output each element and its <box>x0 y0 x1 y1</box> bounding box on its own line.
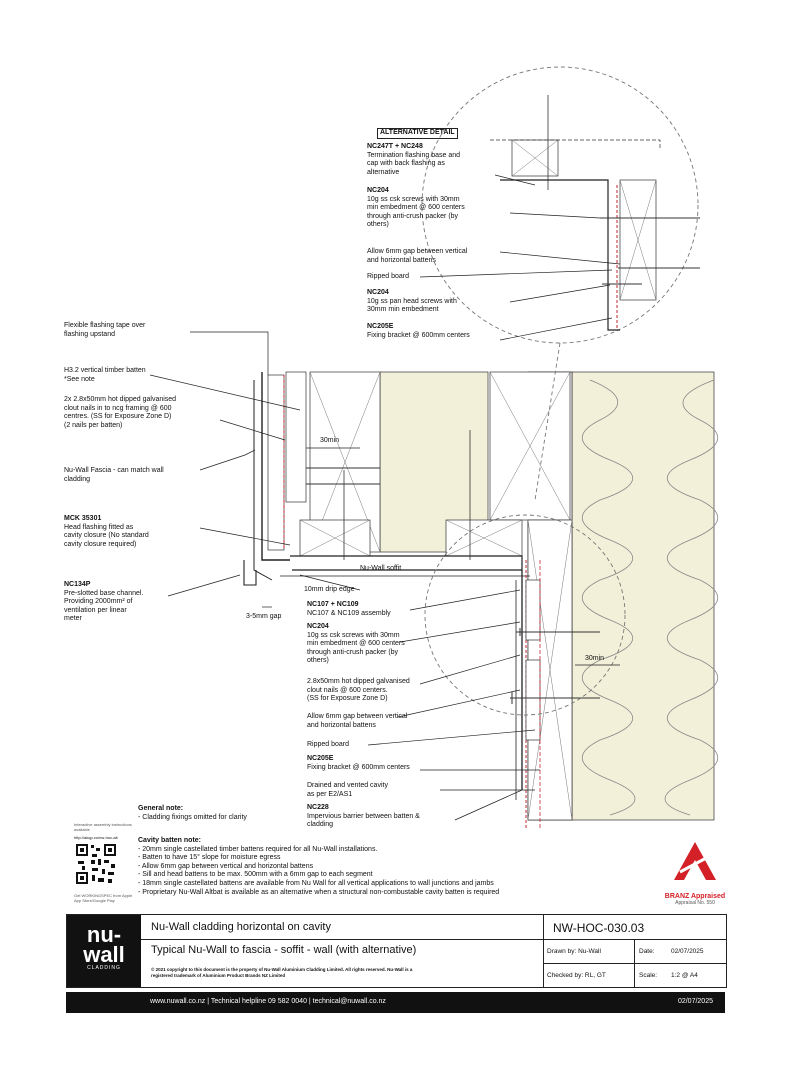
logo-wall: wall <box>83 942 125 967</box>
ripped-main-label: Ripped board <box>307 741 350 748</box>
branz-logo: BRANZ Appraised Appraisal No. 550 <box>660 838 730 906</box>
date-value: 02/07/2025 <box>671 948 704 955</box>
footer-date: 02/07/2025 <box>677 998 713 1005</box>
scale-value: 1:2 @ A4 <box>671 972 698 979</box>
gap-35-label: 3-5mm gap <box>246 613 282 620</box>
date-label: Date: <box>639 948 655 955</box>
title-block: nu- wall CLADDING Nu-Wall cladding horiz… <box>66 914 727 988</box>
drawing-title-1: Nu-Wall cladding horizontal on cavity <box>151 921 331 933</box>
branz-sub: Appraisal No. 550 <box>675 900 715 906</box>
soffit-label: Nu-Wall soffit <box>360 565 402 572</box>
drawing-code: NW-HOC-030.03 <box>553 921 645 935</box>
dim-30min-b: 30min <box>585 655 605 662</box>
drip-edge-label: 10mm drip edge <box>304 586 355 593</box>
qr-code-icon[interactable] <box>74 842 118 886</box>
copyright-2: registered trademark of Aluminium Produc… <box>151 973 286 978</box>
footer-contact[interactable]: www.nuwall.co.nz | Technical helpline 09… <box>150 998 386 1005</box>
qr-interactive-text: Interactive assembly instructions availa… <box>74 822 132 832</box>
insulation-waves <box>581 379 719 816</box>
nuwall-logo: nu- wall CLADDING <box>67 915 141 987</box>
footer-bar: www.nuwall.co.nz | Technical helpline 09… <box>66 992 725 1013</box>
logo-nu: nu- <box>86 922 122 947</box>
alt-ripped-label: Ripped board <box>367 273 410 280</box>
branz-mark-icon <box>674 842 716 880</box>
cavity-batten-note: Cavity batten note: - 20mm single castel… <box>138 837 500 896</box>
branz-title: BRANZ Appraised <box>664 893 726 900</box>
qr-store-text: Get WORKINGSPEC from Apple App Store/Goo… <box>74 893 133 903</box>
qr-block: Interactive assembly instructions availa… <box>74 822 134 903</box>
h32-batten-label: H3.2 vertical timber batten*See note <box>64 367 146 383</box>
logo-cladding: CLADDING <box>87 965 121 971</box>
drawing-title-2: Typical Nu-Wall to fascia - soffit - wal… <box>151 944 417 956</box>
drawn-by: Drawn by: Nu-Wall <box>547 948 601 955</box>
qr-url: http://akqp.co/nw-hoc-alt <box>74 835 118 840</box>
alt-detail-title: ALTERNATIVE DETAIL <box>377 128 458 139</box>
checked-by: Checked by: RL, GT <box>547 972 606 979</box>
dim-30min-a: 30min <box>320 437 340 444</box>
general-note: General note:- Cladding fixings omitted … <box>138 805 247 821</box>
scale-label: Scale: <box>639 972 658 979</box>
insulation-block <box>571 371 715 821</box>
copyright-1: © 2021 copyright to this document is the… <box>151 967 413 972</box>
